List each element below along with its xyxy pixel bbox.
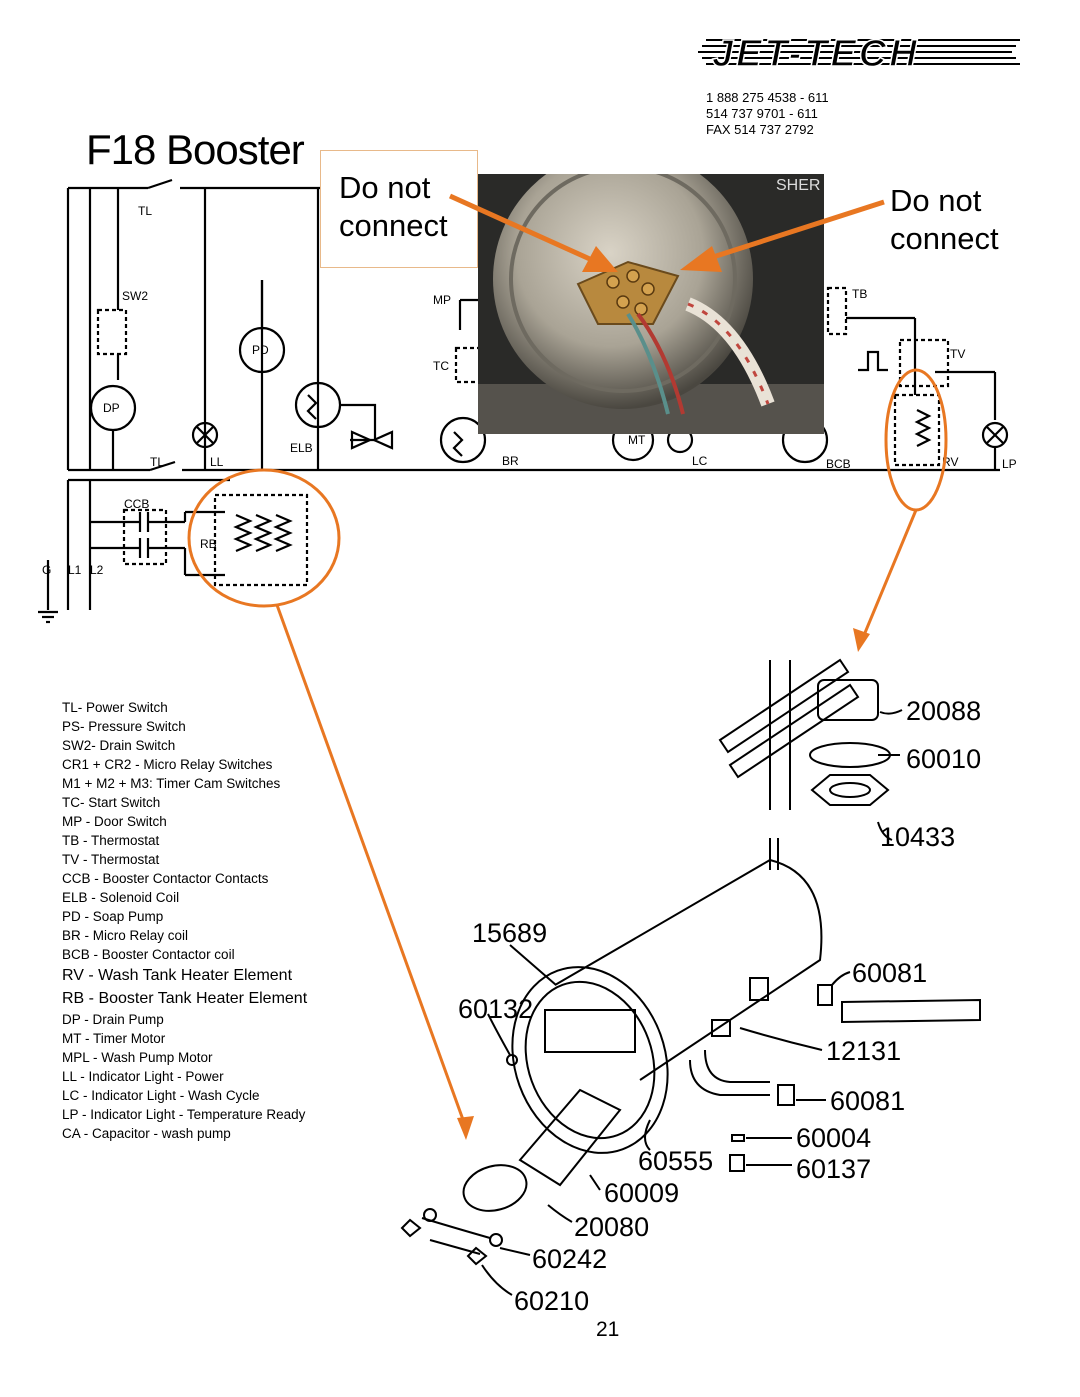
label-ccb: CCB <box>124 497 149 511</box>
callout-left-line1: Do not <box>339 170 431 205</box>
phone-2: 514 737 9701 - 611 <box>706 106 818 121</box>
label-ll: LL <box>210 455 224 469</box>
schematic-labels: TL SW2 PD DP TL LL ELB CCB RB G L1 L2 MP… <box>42 204 1017 577</box>
legend-item: MPL - Wash Pump Motor <box>62 1050 213 1065</box>
rv-pointer-line <box>860 509 918 641</box>
rb-highlight-circle <box>187 468 341 608</box>
label-tb: TB <box>852 287 867 301</box>
callout-left-line2: connect <box>339 208 448 243</box>
legend-item: MP - Door Switch <box>62 814 167 829</box>
left-callout-arrowhead <box>582 246 618 272</box>
left-callout-arrow-line <box>448 193 594 263</box>
callout-right-line2: connect <box>890 221 999 256</box>
component-legend: TL- Power Switch PS- Pressure Switch SW2… <box>62 698 307 1143</box>
legend-item: PD - Soap Pump <box>62 909 164 924</box>
part-15689: 15689 <box>472 918 547 948</box>
label-tv: TV <box>950 347 965 361</box>
label-tl-bottom: TL <box>150 455 164 469</box>
legend-item: LP - Indicator Light - Temperature Ready <box>62 1107 306 1122</box>
legend-item: TB - Thermostat <box>62 833 160 848</box>
label-mt: MT <box>628 433 646 447</box>
legend-item: ELB - Solenoid Coil <box>62 890 180 905</box>
legend-item: CCB - Booster Contactor Contacts <box>62 871 269 886</box>
part-number-labels: 20088 60010 10433 15689 60081 60132 1213… <box>458 696 981 1316</box>
label-br: BR <box>502 454 519 468</box>
callout-right-line1: Do not <box>890 183 982 218</box>
label-tl-top: TL <box>138 204 152 218</box>
exploded-parts-drawing <box>400 658 981 1296</box>
right-callout-arrow-line <box>709 199 885 261</box>
legend-item: TL- Power Switch <box>62 700 168 715</box>
callout-arrows <box>448 193 885 272</box>
part-20080: 20080 <box>574 1212 649 1242</box>
do-not-connect-callout-left: Do not connect <box>320 150 478 268</box>
legend-item: SW2- Drain Switch <box>62 738 176 753</box>
part-10433: 10433 <box>880 822 955 852</box>
legend-item: CR1 + CR2 - Micro Relay Switches <box>62 757 273 772</box>
rb-pointer-arrowhead <box>457 1116 474 1140</box>
legend-item-emphasis: RB - Booster Tank Heater Element <box>62 990 308 1007</box>
heater-terminal-photo: SHER <box>478 174 824 434</box>
label-l1: L1 <box>68 563 82 577</box>
legend-item: PS- Pressure Switch <box>62 719 186 734</box>
part-20088: 20088 <box>906 696 981 726</box>
part-60081-b: 60081 <box>830 1086 905 1116</box>
legend-item: CA - Capacitor - wash pump <box>62 1126 231 1141</box>
label-dp: DP <box>103 401 120 415</box>
label-tc: TC <box>433 359 449 373</box>
legend-item: LL - Indicator Light - Power <box>62 1069 224 1084</box>
legend-item-emphasis: RV - Wash Tank Heater Element <box>62 967 293 984</box>
label-lc: LC <box>692 454 708 468</box>
page-number: 21 <box>596 1318 620 1341</box>
part-60010: 60010 <box>906 744 981 774</box>
label-elb: ELB <box>290 441 313 455</box>
part-60210: 60210 <box>514 1286 589 1316</box>
part-12131: 12131 <box>826 1036 901 1066</box>
rv-pointer-arrowhead <box>853 628 870 652</box>
label-lp: LP <box>1002 457 1017 471</box>
legend-item: TV - Thermostat <box>62 852 160 867</box>
legend-item: BR - Micro Relay coil <box>62 928 189 943</box>
fax-number: FAX 514 737 2792 <box>706 122 814 137</box>
part-60004: 60004 <box>796 1123 871 1153</box>
part-60242: 60242 <box>532 1244 607 1274</box>
legend-item: LC - Indicator Light - Wash Cycle <box>62 1088 260 1103</box>
label-g: G <box>42 563 51 577</box>
label-pd: PD <box>252 343 269 357</box>
label-rb: RB <box>200 537 217 551</box>
photo-overlay-text: SHER <box>776 177 820 194</box>
legend-item: DP - Drain Pump <box>62 1012 164 1027</box>
legend-item: M1 + M2 + M3: Timer Cam Switches <box>62 776 281 791</box>
label-l2: L2 <box>90 563 104 577</box>
logo-text: JET-TECH <box>712 33 920 75</box>
jet-tech-logo: JET-TECH <box>698 32 1020 76</box>
part-60081-a: 60081 <box>852 958 927 988</box>
contact-block: 1 888 275 4538 - 611 514 737 9701 - 611 … <box>706 90 829 138</box>
rb-pointer-line <box>275 604 468 1129</box>
right-callout-arrowhead <box>680 246 722 272</box>
legend-item: TC- Start Switch <box>62 795 161 810</box>
label-bcb: BCB <box>826 457 851 471</box>
phone-1: 1 888 275 4538 - 611 <box>706 90 829 105</box>
page-title: F18 Booster <box>86 126 305 173</box>
part-60137: 60137 <box>796 1154 871 1184</box>
label-mp: MP <box>433 293 451 307</box>
legend-item: BCB - Booster Contactor coil <box>62 947 235 962</box>
do-not-connect-callout-right: Do not connect <box>890 182 999 258</box>
legend-item: MT - Timer Motor <box>62 1031 166 1046</box>
part-60132: 60132 <box>458 994 533 1024</box>
label-sw2: SW2 <box>122 289 148 303</box>
part-60555: 60555 <box>638 1146 713 1176</box>
part-60009: 60009 <box>604 1178 679 1208</box>
